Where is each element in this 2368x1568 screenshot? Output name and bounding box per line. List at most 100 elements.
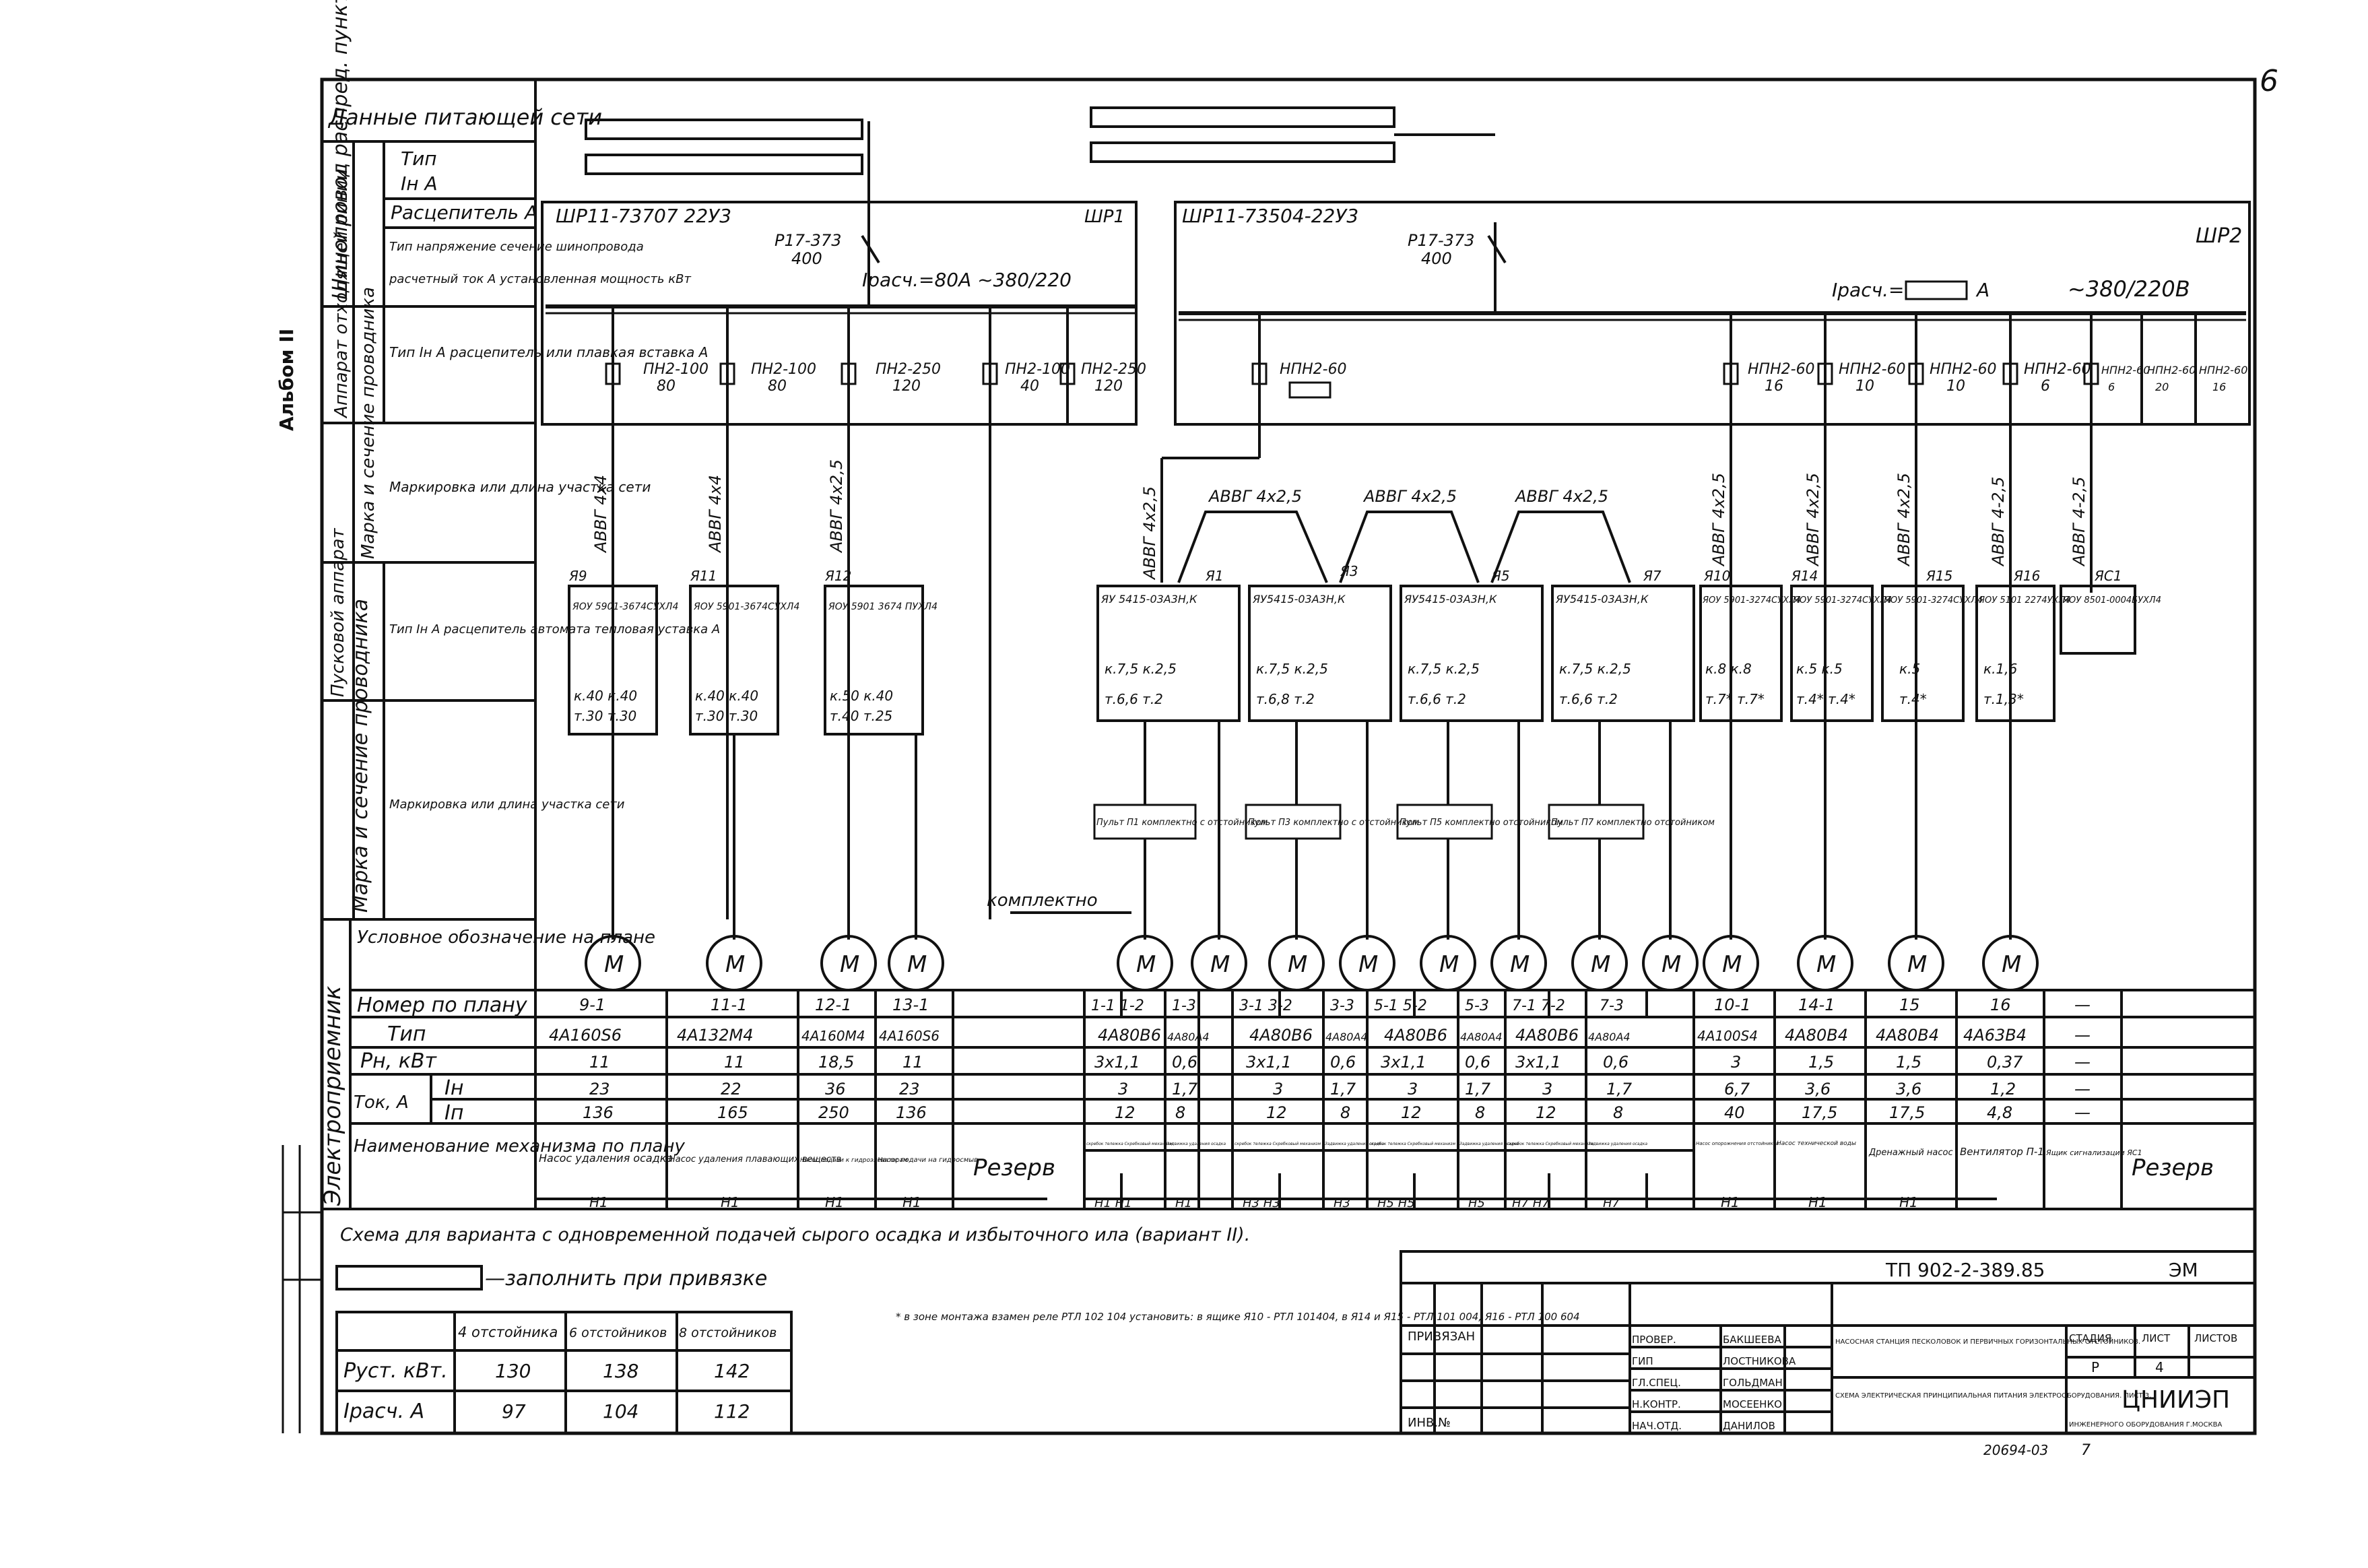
fuse-8-type: НПН2-60 [1839,361,1906,378]
motor-16: М [1982,935,2039,991]
fuse-3: ПН2-250 120 [841,306,941,919]
summary-row2-label: Ірасч. А [343,1400,424,1423]
c8-type: 4А80В6 [1249,1026,1313,1045]
c14-ip: 40 [1724,1103,1745,1122]
motor-9-1: М [585,935,641,991]
starter-ya3-k: к.7,5 к.2,5 [1256,661,1328,677]
c3-n: Н1 [825,1194,844,1210]
c17-in: 1,2 [1990,1080,2016,1099]
c6-ip: 12 [1115,1103,1136,1122]
starter-ya3-tag: Я3 [1340,563,1358,579]
fuse-13-type: НПН2-60 [2199,364,2247,377]
c6-type: 4А80В6 [1098,1026,1161,1045]
c12-type: 4А80В6 [1515,1026,1579,1045]
c17-num: 16 [1990,995,2011,1014]
starter-ya11-tag: Я11 [690,568,717,584]
c2-n: Н1 [721,1194,739,1210]
stamp-org-sub: ИНЖЕНЕРНОГО ОБОРУДОВАНИЯ Г.МОСКВА [2069,1421,2222,1429]
c12-ip: 12 [1536,1103,1556,1122]
stamp-person-1: БАКШЕЕВА [1723,1334,1781,1346]
cable-top-2: АВВГ 4х4 [706,475,725,554]
table-label-in: Iн [445,1076,463,1100]
fuse-5-type: ПН2-250 [1081,361,1146,378]
starter-ya7-tag: Я7 [1643,568,1662,584]
cable-top-9: АВВГ 4-2,5 [2070,477,2089,567]
stamp-role-2: ГИП [1632,1355,1653,1367]
motor-13-1: М [888,935,944,991]
c10-p: 3х1,1 [1381,1053,1426,1072]
label-starter: Пусковой аппарат [328,527,348,697]
starter-ya12-t: т.40 т.25 [830,708,892,724]
motor-10-1-label: М [1722,951,1742,978]
cable-link-3: АВВГ 4х2,5 [1514,487,1608,506]
c6-n: Н1 Н1 [1094,1196,1132,1210]
row-bus-current: расчетный ток А установленная мощность к… [389,272,691,286]
motor-3-1: М [1268,935,1325,991]
c9-n: Н3 [1334,1196,1350,1210]
fuse-10-val: 6 [2041,378,2050,395]
starter-ya5-t: т.6,6 т.2 [1408,691,1466,707]
cable-top-5: АВВГ 4х2,5 [1709,473,1728,567]
starter-ya12-k: к.50 к.40 [830,688,893,704]
shr2-name: ШР2 [2196,224,2242,248]
motor-1-3: М [1191,935,1247,991]
starter-ya11: Я11 ЯОУ 5901-3674СУХЛ4 к.40 к.40 т.30 т.… [689,568,799,736]
motor-16-label: М [2002,951,2021,978]
c2-name: Насос удаления плавающих веществ [669,1154,841,1165]
stamp-role-4: Н.КОНТР. [1632,1398,1681,1410]
starter-ya9-tag: Я9 [568,568,587,584]
fuse-12-val: 20 [2155,381,2169,393]
starter-ya10-tag: Я10 [1703,568,1730,584]
c7-num: 1-3 [1172,998,1196,1014]
starter-ya16-t: т.1,3* [1983,691,2024,707]
starter-ya16-tag: Я16 [2013,568,2040,584]
c6-in: 3 [1118,1080,1128,1099]
starter-ya12-type: ЯОУ 5901 3674 ПУХЛ4 [828,601,938,612]
row-type: Тип [401,148,437,170]
table-label-number: Номер по плану [357,993,528,1017]
fuse-4-val: 40 [1020,378,1039,395]
starter-ya16-type: ЯОУ 5101 2274УХЛ4 [1978,595,2071,606]
label-board: Шинопровод распред. пункт [329,0,352,300]
cable-top-6: АВВГ 4х2,5 [1804,473,1822,567]
starter-ya15-type: ЯОУ 5901-3274СУХЛ4 [1884,595,1983,606]
motor-5-1: М [1420,935,1476,991]
starter-ya9: Я9 ЯОУ 5901-3674СУХЛ4 к.40 к.40 т.30 т.3… [568,568,678,736]
console-p1: Пульт П1 комплектно с отстойником [1096,818,1268,828]
starter-ya14-t: т.4* т.4* [1796,691,1855,707]
c10-num: 5-1 5-2 [1374,998,1427,1014]
starter-ya3-type: ЯУ5415-03А3Н,К [1252,593,1346,606]
shr2-switch-val: 400 [1421,249,1452,268]
starter-ya12-tag: Я12 [824,568,851,584]
starter-ya7-k: к.7,5 к.2,5 [1559,661,1631,677]
left-header-grid [322,79,2255,1210]
starter-ya10-t: т.7* т.7* [1705,691,1765,707]
fuse-3-type: ПН2-250 [876,361,941,378]
starter-ya11-type: ЯОУ 5901-3674СУХЛ4 [693,601,799,612]
fuse-2-val: 80 [768,378,787,395]
fuse-6-type: НПН2-60 [1280,361,1347,378]
c14-in: 6,7 [1724,1080,1750,1099]
c5-name: Резерв [973,1154,1055,1181]
stamp-title-2: СХЕМА ЭЛЕКТРИЧЕСКАЯ ПРИНЦИПИАЛЬНАЯ ПИТАН… [1835,1392,2151,1400]
c8-ip: 12 [1266,1103,1287,1122]
stamp-person-2: ЛОСТНИКОВА [1723,1355,1796,1367]
busbar-shr2: ШР11-73504-22У3 ШР2 Р17-373 400 Ірасч.= … [1174,133,2251,426]
cable-top-3: АВВГ 4х2,5 [827,459,846,554]
fuse-8-val: 10 [1855,378,1874,395]
c3-type: 4А160М4 [801,1028,865,1044]
table-label-name: Наименование механизма по плану [354,1136,685,1156]
c14-num: 10-1 [1714,995,1750,1014]
stamp-person-5: ДАНИЛОВ [1723,1420,1775,1432]
stamp-role-3: ГЛ.СПЕЦ. [1632,1377,1681,1389]
summary-row2-v2: 104 [603,1400,638,1423]
summary-col-3: 8 отстойников [679,1326,777,1340]
c15-p: 1,5 [1808,1053,1834,1072]
stamp-doc: ТП 902-2-389.85 [1885,1259,2045,1281]
notes: Схема для варианта с одновременной подач… [335,1224,1580,1323]
fuse-1-val: 80 [657,378,676,395]
fuse-2: ПН2-100 80 [719,306,816,919]
c8-n: Н3 Н3 [1243,1196,1280,1210]
fuse-9: НПН2-60 10 [1908,313,1997,919]
cable-labels-top: АВВГ 4х4 АВВГ 4х4 АВВГ 4х2,5 АВВГ 4х2,5 … [591,459,2089,581]
